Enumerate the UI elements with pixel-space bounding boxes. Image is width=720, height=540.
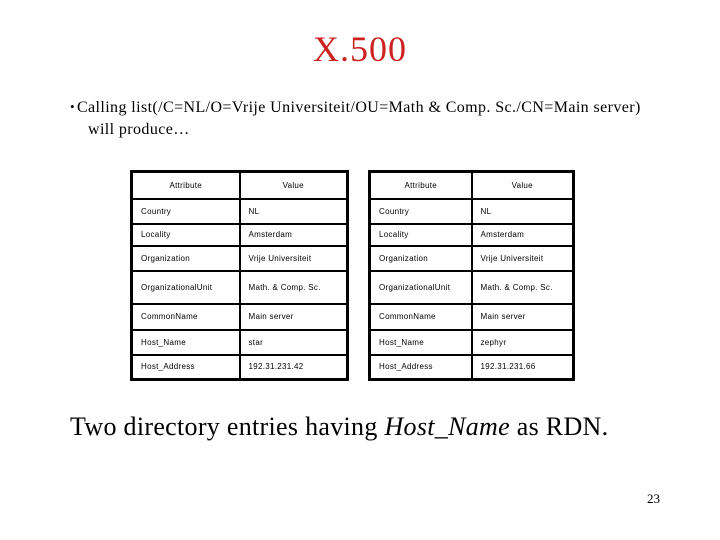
bullet-paragraph: •Calling list(/C=NL/O=Vrije Universiteit… [70,96,706,141]
table-row: Host_Name star [130,328,349,356]
attribute-cell: OrganizationalUnit [368,269,473,305]
attribute-cell: CommonName [368,302,473,331]
table-row: Organization Vrije Universiteit [368,244,575,272]
value-header-cell: Value [470,170,575,200]
attribute-header-cell: Attribute [130,170,241,200]
table-row: Locality Amsterdam [368,222,575,247]
table-row: Host_Address 192.31.231.42 [130,353,349,381]
page-number: 23 [647,491,660,506]
value-cell: Amsterdam [470,222,575,247]
value-cell: Main server [470,302,575,331]
table-row: CommonName Main server [368,302,575,331]
value-cell: Main server [238,302,349,331]
value-cell: Vrije Universiteit [238,244,349,272]
caption: Two directory entries having Host_Name a… [70,412,608,442]
table-row: OrganizationalUnit Math. & Comp. Sc. [368,269,575,305]
value-cell: 192.31.231.66 [470,353,575,381]
value-header-cell: Value [238,170,349,200]
attribute-cell: Country [130,197,241,225]
attribute-cell: Locality [368,222,473,247]
bullet-line-2: will produce… [70,119,706,141]
attribute-cell: Organization [130,244,241,272]
bullet-icon: • [70,99,75,114]
attribute-cell: CommonName [130,302,241,331]
value-cell: Math. & Comp. Sc. [238,269,349,305]
caption-suffix: as RDN. [509,412,609,441]
table-row: Locality Amsterdam [130,222,349,247]
bullet-line-2-text: will produce… [88,121,190,138]
caption-emphasis: Host_Name [384,412,510,441]
directory-entry-table-left: Attribute Value Country NL Locality Amst… [130,170,349,381]
value-cell: Amsterdam [238,222,349,247]
attribute-cell: Host_Name [130,328,241,356]
bullet-line-1: •Calling list(/C=NL/O=Vrije Universiteit… [70,96,706,119]
attribute-cell: OrganizationalUnit [130,269,241,305]
attribute-cell: Host_Address [130,353,241,381]
table-row: Country NL [130,197,349,225]
table-header-row: Attribute Value [130,170,349,200]
table-row: Organization Vrije Universiteit [130,244,349,272]
attribute-header-cell: Attribute [368,170,473,200]
table-row: CommonName Main server [130,302,349,331]
value-cell: NL [470,197,575,225]
attribute-cell: Host_Address [368,353,473,381]
value-cell: zephyr [470,328,575,356]
value-cell: NL [238,197,349,225]
value-cell: star [238,328,349,356]
caption-prefix: Two directory entries having [70,412,385,441]
attribute-cell: Organization [368,244,473,272]
value-cell: 192.31.231.42 [238,353,349,381]
table-row: Host_Name zephyr [368,328,575,356]
directory-entry-table-right: Attribute Value Country NL Locality Amst… [368,170,575,381]
bullet-line-1-text: Calling list(/C=NL/O=Vrije Universiteit/… [76,99,641,116]
page-title: X.500 [313,29,407,69]
attribute-cell: Country [368,197,473,225]
table-row: OrganizationalUnit Math. & Comp. Sc. [130,269,349,305]
table-header-row: Attribute Value [368,170,575,200]
value-cell: Math. & Comp. Sc. [470,269,575,305]
value-cell: Vrije Universiteit [470,244,575,272]
attribute-cell: Locality [130,222,241,247]
table-row: Host_Address 192.31.231.66 [368,353,575,381]
table-row: Country NL [368,197,575,225]
attribute-cell: Host_Name [368,328,473,356]
